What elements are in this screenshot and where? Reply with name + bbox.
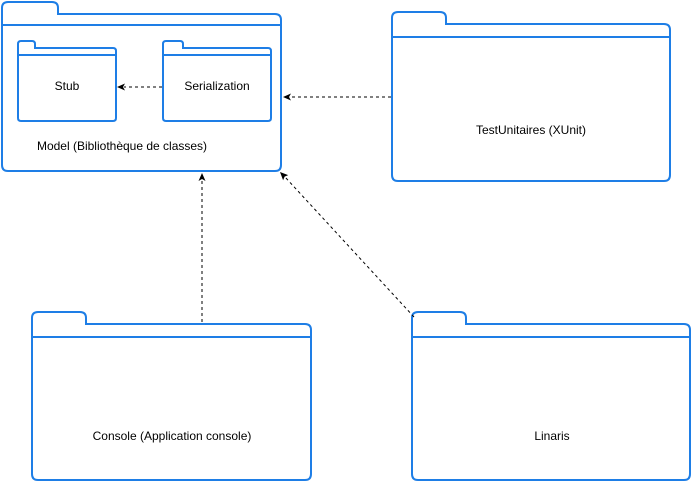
package-stub[interactable]: Stub <box>17 40 117 122</box>
package-model-label: Model (Bibliothèque de classes) <box>37 139 207 153</box>
package-stub-shape <box>17 40 117 122</box>
package-console-shape <box>31 311 312 481</box>
arrowhead-icon <box>117 83 125 91</box>
dependency-linaris-to-model-line <box>284 176 415 318</box>
package-linaris-shape <box>411 311 691 481</box>
package-linaris[interactable]: Linaris <box>411 311 691 481</box>
package-console-label: Console (Application console) <box>93 429 252 443</box>
package-linaris-label: Linaris <box>534 429 569 443</box>
package-console[interactable]: Console (Application console) <box>31 311 312 481</box>
package-stub-label: Stub <box>55 79 80 93</box>
arrowhead-icon <box>283 93 291 101</box>
package-serialization-shape <box>162 40 272 122</box>
arrowhead-icon <box>280 172 289 181</box>
dependency-serialization-to-stub <box>117 83 162 91</box>
dependency-console-to-model <box>198 173 206 322</box>
package-tests-shape <box>391 11 671 182</box>
package-tests[interactable]: TestUnitaires (XUnit) <box>391 11 671 182</box>
package-tests-label: TestUnitaires (XUnit) <box>476 123 586 137</box>
package-serialization-label: Serialization <box>184 79 249 93</box>
package-serialization[interactable]: Serialization <box>162 40 272 122</box>
arrowhead-icon <box>198 173 206 181</box>
dependency-tests-to-model <box>283 93 391 101</box>
dependency-linaris-to-model <box>280 172 415 318</box>
